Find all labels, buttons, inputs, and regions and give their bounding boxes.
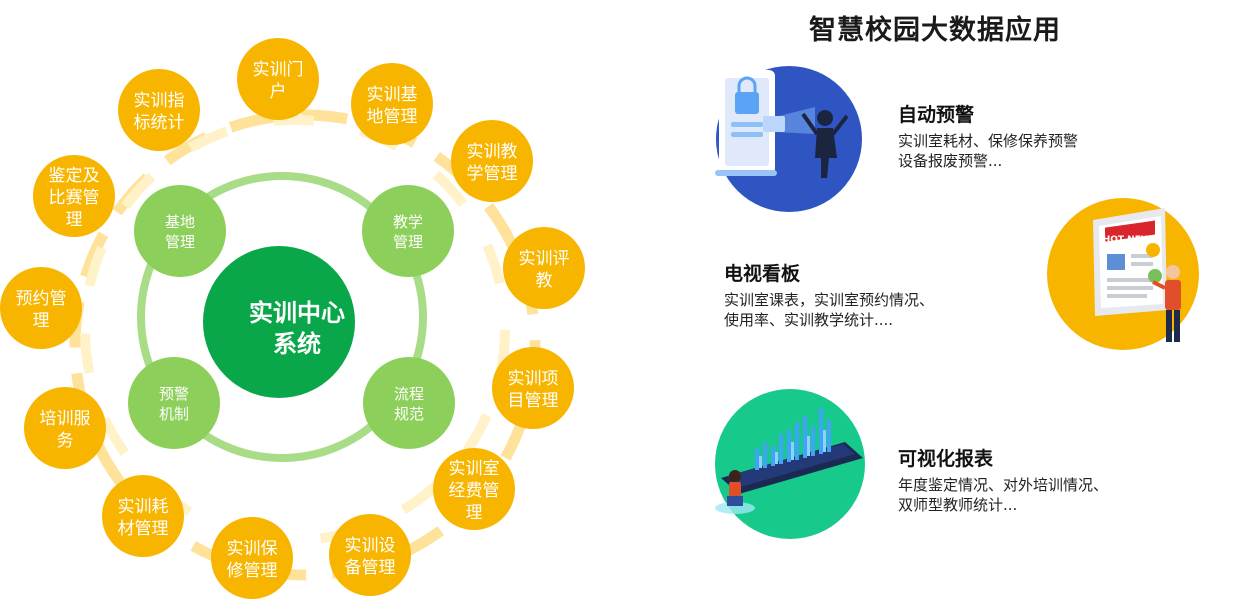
outer-node-competition[interactable]: 鉴定及 比赛管 理 bbox=[33, 155, 115, 237]
outer-node-label: 实训保 bbox=[227, 539, 278, 559]
outer-node-label: 标统计 bbox=[134, 113, 185, 133]
outer-node-teach-mgmt[interactable]: 实训教 学管理 bbox=[451, 120, 533, 202]
center-node: 实训中心 系统 bbox=[203, 246, 355, 398]
outer-node-room-fee[interactable]: 实训室 经费管 理 bbox=[433, 448, 515, 530]
outer-node-label: 目管理 bbox=[508, 391, 559, 411]
outer-node-portal[interactable]: 实训门 户 bbox=[237, 38, 319, 120]
feature-desc-line: 设备报废预警... bbox=[898, 152, 1003, 170]
inner-node-label: 机制 bbox=[159, 405, 189, 423]
feature-tv-board: 电视看板 实训室课表，实训室预约情况、 使用率、实训教学统计.... bbox=[724, 259, 934, 330]
feature-desc-line: 年度鉴定情况、对外培训情况、 bbox=[898, 476, 1109, 494]
outer-node-label: 实训基 bbox=[367, 85, 418, 105]
feature-title: 电视看板 bbox=[724, 263, 801, 285]
outer-node-label: 理 bbox=[466, 503, 483, 523]
feature-desc-line: 实训室课表，实训室预约情况、 bbox=[724, 291, 935, 309]
inner-node-process[interactable]: 流程 规范 bbox=[363, 357, 455, 449]
feature-title: 自动预警 bbox=[898, 104, 975, 126]
outer-node-label: 理 bbox=[66, 210, 83, 230]
outer-node-label: 备管理 bbox=[345, 558, 396, 578]
inner-node-label: 教学 bbox=[393, 213, 423, 231]
feature-desc-line: 使用率、实训教学统计.... bbox=[724, 311, 894, 329]
inner-node-label: 基地 bbox=[165, 213, 195, 231]
outer-node-consumables[interactable]: 实训耗 材管理 bbox=[102, 475, 184, 557]
outer-node-label: 培训服 bbox=[40, 409, 91, 429]
outer-node-label: 务 bbox=[57, 431, 74, 451]
outer-node-label: 实训室 bbox=[449, 459, 500, 479]
outer-node-label: 教 bbox=[536, 271, 553, 291]
outer-node-label: 比赛管 bbox=[49, 187, 100, 208]
outer-node-label: 实训指 bbox=[134, 91, 185, 111]
data-bars-illustration bbox=[715, 389, 865, 539]
inner-node-warning[interactable]: 预警 机制 bbox=[128, 357, 220, 449]
feature-title: 可视化报表 bbox=[898, 448, 994, 470]
inner-node-label: 管理 bbox=[165, 233, 195, 251]
outer-node-label: 经费管 bbox=[449, 481, 500, 501]
inner-node-label: 规范 bbox=[394, 405, 424, 423]
outer-node-project[interactable]: 实训项 目管理 bbox=[492, 347, 574, 429]
feature-desc-line: 双师型教师统计... bbox=[898, 496, 1018, 514]
outer-node-booking[interactable]: 预约管 理 bbox=[0, 267, 82, 349]
inner-dashed-ring bbox=[80, 115, 510, 545]
green-ring bbox=[137, 172, 427, 462]
outer-node-base-mgmt[interactable]: 实训基 地管理 bbox=[351, 63, 433, 145]
outer-node-eval[interactable]: 实训评 教 bbox=[503, 227, 585, 309]
outer-node-indicators[interactable]: 实训指 标统计 bbox=[118, 69, 200, 151]
feature-visual-report: 可视化报表 年度鉴定情况、对外培训情况、 双师型教师统计... bbox=[898, 444, 1108, 515]
outer-node-label: 鉴定及 bbox=[49, 166, 100, 186]
outer-node-equipment[interactable]: 实训设 备管理 bbox=[329, 514, 411, 596]
hot-news-text: HOT NEWS bbox=[1103, 235, 1158, 245]
outer-node-label: 实训项 bbox=[508, 369, 559, 389]
outer-node-label: 地管理 bbox=[367, 107, 418, 127]
inner-node-teaching[interactable]: 教学 管理 bbox=[362, 185, 454, 277]
outer-node-label: 实训门 bbox=[253, 60, 304, 80]
outer-node-label: 材管理 bbox=[118, 519, 169, 539]
outer-node-label: 户 bbox=[270, 82, 287, 102]
inner-node-base[interactable]: 基地 管理 bbox=[134, 185, 226, 277]
outer-dashed-ring bbox=[69, 109, 541, 581]
inner-node-label: 管理 bbox=[393, 233, 423, 251]
outer-node-label: 学管理 bbox=[467, 164, 518, 184]
outer-node-label: 修管理 bbox=[227, 561, 278, 581]
outer-node-label: 实训教 bbox=[467, 142, 518, 162]
center-label-line-2: 系统 bbox=[273, 330, 321, 358]
feature-auto-warning: 自动预警 实训室耗材、保修保养预警 设备报废预警... bbox=[898, 100, 1078, 171]
lock-phone-illustration bbox=[715, 66, 862, 212]
inner-node-label: 预警 bbox=[159, 385, 189, 403]
inner-node-label: 流程 bbox=[394, 385, 424, 403]
outer-node-label: 实训设 bbox=[345, 536, 396, 556]
outer-node-label: 实训耗 bbox=[118, 497, 169, 517]
outer-node-label: 实训评 bbox=[519, 249, 570, 269]
page-title: 智慧校园大数据应用 bbox=[809, 15, 1061, 46]
lock-icon bbox=[735, 92, 759, 114]
outer-node-maintenance[interactable]: 实训保 修管理 bbox=[211, 517, 293, 599]
outer-node-label: 理 bbox=[33, 311, 50, 331]
system-diagram: 实训中心 系统 基地 管理 教学 管理 预警 机制 流程 规范 实训门 户 实训… bbox=[0, 38, 585, 599]
center-label-line-1: 实训中心 bbox=[249, 299, 345, 327]
feature-desc-line: 实训室耗材、保修保养预警 bbox=[898, 132, 1079, 150]
outer-node-label: 预约管 bbox=[16, 289, 67, 309]
outer-node-training[interactable]: 培训服 务 bbox=[24, 387, 106, 469]
hot-news-board-illustration: HOT NEWS bbox=[1047, 198, 1199, 350]
